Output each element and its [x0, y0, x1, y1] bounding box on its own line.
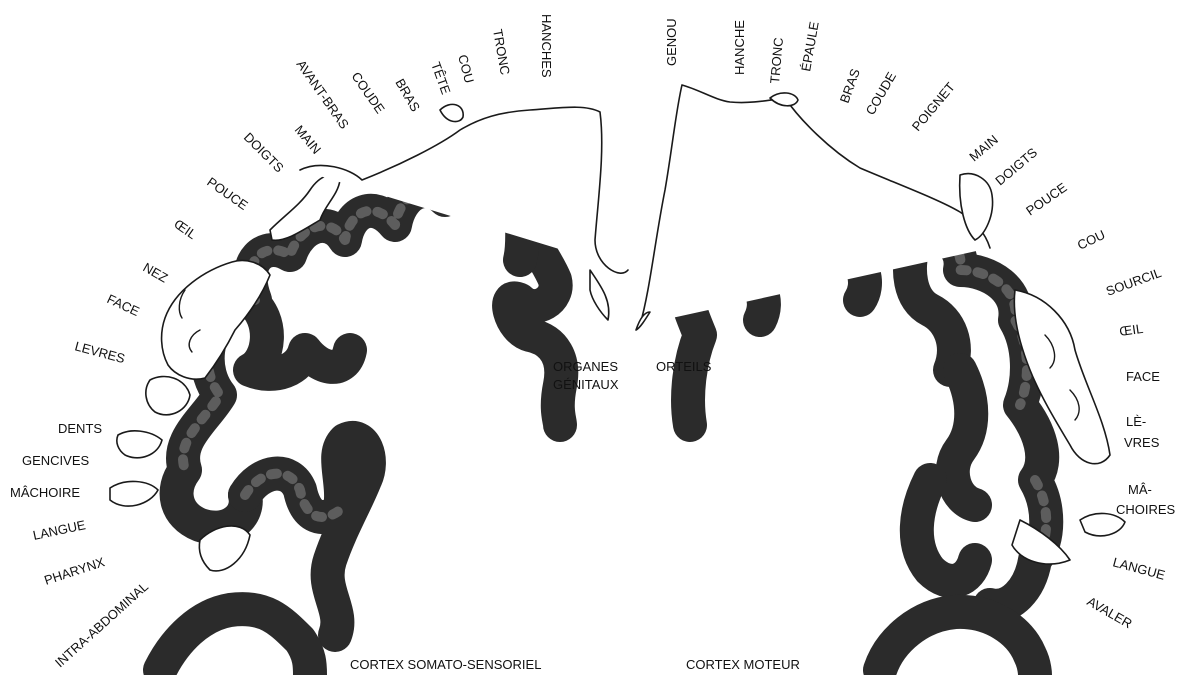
label-oeil-motor: ŒIL — [1118, 321, 1144, 339]
label-machoire: MÂCHOIRE — [10, 485, 80, 500]
label-levres: LEVRES — [73, 338, 127, 366]
label-pouce: POUCE — [204, 174, 251, 213]
label-gencives: GENCIVES — [22, 453, 90, 468]
label-orteils: ORTEILS — [656, 359, 712, 374]
label-avaler: AVALER — [1085, 594, 1135, 632]
label-poignet: POIGNET — [909, 79, 958, 134]
label-genou: GENOU — [664, 18, 679, 66]
label-langue: LANGUE — [32, 517, 88, 543]
label-coude-motor: COUDE — [863, 69, 900, 117]
label-machoires-1: MÂ- — [1128, 482, 1152, 497]
label-avant-bras: AVANT-BRAS — [294, 57, 353, 132]
label-machoires-2: CHOIRES — [1116, 502, 1176, 517]
label-tronc-motor: TRONC — [767, 37, 786, 84]
label-main: MAIN — [292, 122, 324, 157]
label-genitaux: GÉNITAUX — [553, 377, 619, 392]
sensory-cortex-folds — [160, 159, 564, 675]
cortex-titles: CORTEX SOMATO-SENSORIEL CORTEX MOTEUR — [350, 657, 800, 672]
label-cou: COU — [455, 53, 477, 85]
label-hanches: HANCHES — [539, 14, 554, 78]
label-pouce-motor: POUCE — [1023, 179, 1070, 218]
label-main-motor: MAIN — [966, 132, 1001, 164]
label-nez: NEZ — [141, 260, 171, 286]
sensory-cortex-title: CORTEX SOMATO-SENSORIEL — [350, 657, 541, 672]
label-bras: BRAS — [392, 76, 423, 114]
label-cou-motor: COU — [1075, 227, 1108, 253]
label-hanche: HANCHE — [732, 20, 747, 75]
motor-cortex-title: CORTEX MOTEUR — [686, 657, 800, 672]
label-epaule: ÉPAULE — [798, 20, 822, 73]
label-levres-motor-1: LÈ- — [1126, 414, 1146, 429]
label-intra-abdominal: INTRA-ABDOMINAL — [52, 579, 151, 670]
label-levres-motor-2: VRES — [1124, 435, 1160, 450]
label-tronc: TRONC — [490, 28, 513, 76]
label-doigts-motor: DOIGTS — [992, 145, 1040, 189]
label-doigts: DOIGTS — [241, 130, 287, 176]
label-tete: TÊTE — [428, 60, 454, 97]
label-bras-motor: BRAS — [837, 66, 863, 105]
label-organes: ORGANES — [553, 359, 618, 374]
label-langue-motor: LANGUE — [1111, 554, 1167, 582]
label-oeil: ŒIL — [171, 216, 199, 242]
label-sourcil: SOURCIL — [1104, 265, 1163, 299]
label-pharynx: PHARYNX — [42, 554, 106, 588]
label-dents: DENTS — [58, 421, 102, 436]
label-face: FACE — [105, 291, 142, 319]
label-face-motor: FACE — [1126, 369, 1160, 384]
label-coude: COUDE — [349, 69, 388, 116]
